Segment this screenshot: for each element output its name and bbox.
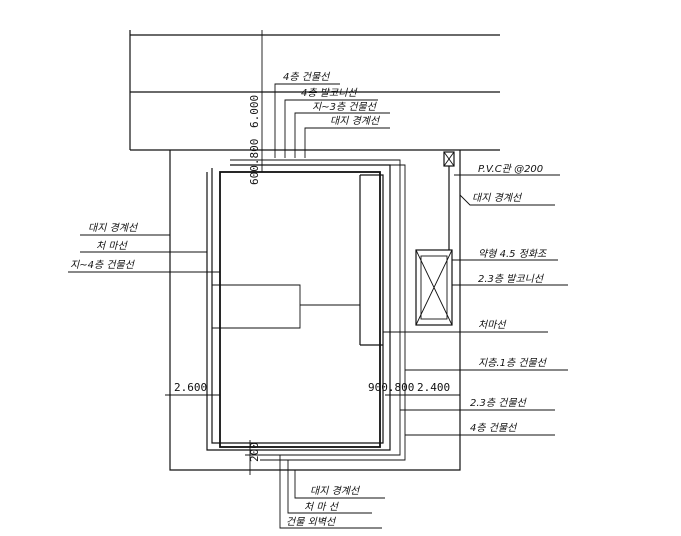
label-top-4f-building: 4층 건물선 — [283, 71, 331, 83]
label-right-2-3f-building: 2.3층 건물선 — [470, 397, 528, 409]
dim-bottom-small: 200 — [248, 442, 261, 462]
label-right-pvc: P.V.C관 @200 — [478, 163, 543, 175]
label-right-dry-area: 약형 4.5 정화조 — [478, 248, 547, 260]
label-right-finish: 처마선 — [478, 319, 507, 331]
building-outlines — [206, 159, 406, 461]
label-right-site-boundary: 대지 경계선 — [472, 192, 523, 204]
dim-right-small: 900.800 — [368, 381, 414, 394]
dim-right: 2.400 — [417, 381, 450, 394]
dim-left: 2.600 — [174, 381, 207, 394]
interior-core — [212, 284, 360, 329]
label-left-site-boundary: 대지 경계선 — [88, 222, 139, 234]
label-top-1-3f-building: 지~3층 건물선 — [312, 101, 378, 113]
label-right-2-3f-balcony: 2.3층 발코니선 — [478, 273, 545, 285]
leader-lines-bottom — [279, 455, 385, 529]
label-right-basement-1f: 지층.1층 건물선 — [478, 357, 548, 369]
septic-tank — [415, 249, 453, 326]
leader-lines-right — [383, 174, 568, 436]
label-bottom-building-outer: 건물 외벽선 — [286, 516, 337, 528]
pvc-pipe — [443, 151, 455, 250]
dimension-lines — [165, 30, 460, 475]
label-top-4f-balcony: 4층 발코니선 — [301, 87, 358, 99]
label-bottom-site-boundary: 대지 경계선 — [310, 485, 361, 497]
leader-lines-left — [68, 234, 220, 273]
leader-lines-top — [274, 83, 390, 158]
road-band — [129, 30, 500, 151]
label-bottom-finish: 처 마 선 — [304, 501, 340, 513]
site-boundary — [169, 150, 461, 471]
dim-top-small: 600.800 — [248, 139, 261, 185]
label-right-4f-building: 4층 건물선 — [470, 422, 518, 434]
label-top-site-boundary: 대지 경계선 — [330, 115, 381, 127]
dim-6000: 6.000 — [248, 95, 261, 128]
label-left-1-4f-building: 지~4층 건물선 — [70, 259, 136, 271]
label-left-finish: 처 마선 — [96, 240, 129, 252]
